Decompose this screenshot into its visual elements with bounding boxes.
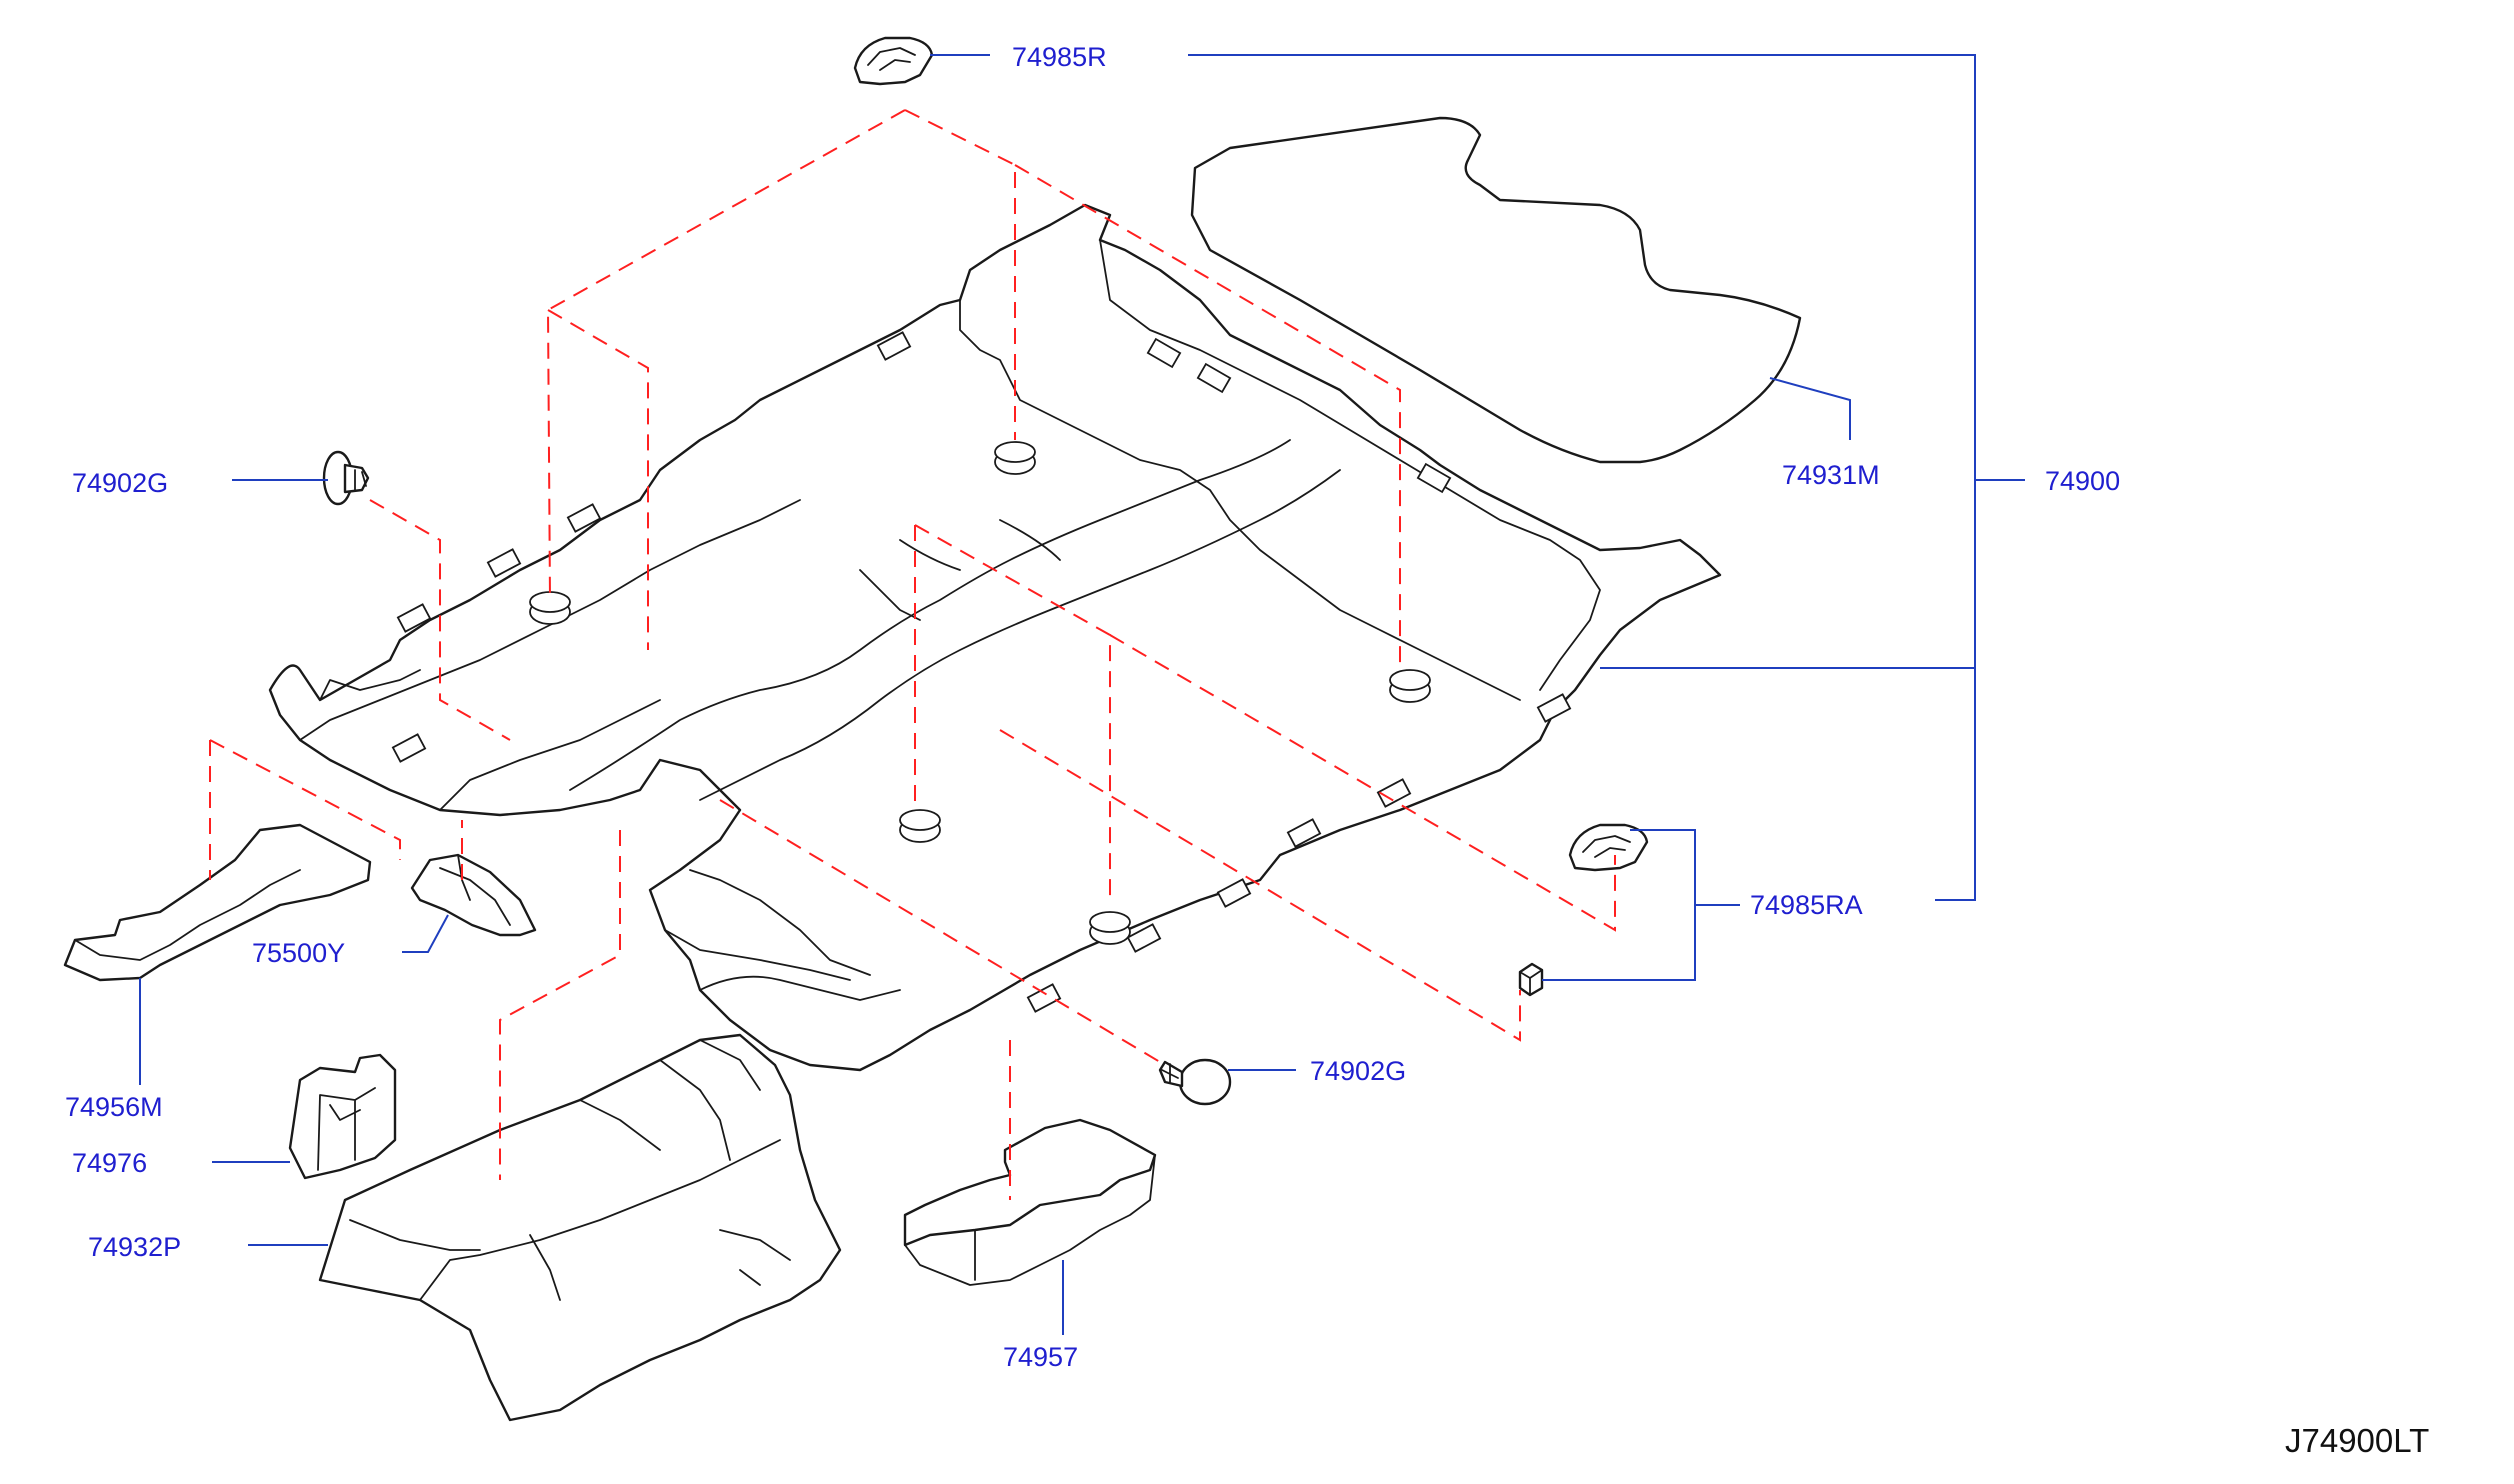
label-74931M: 74931M — [1782, 460, 1880, 490]
label-74902G-bottom: 74902G — [1310, 1056, 1406, 1086]
main-floor-carpet — [268, 203, 1722, 1072]
label-75500Y: 75500Y — [252, 938, 345, 968]
clip-74902G-left — [322, 450, 370, 506]
carpet-grommet — [994, 441, 1036, 475]
label-74900: 74900 — [2045, 466, 2120, 496]
figure-code: J74900LT — [2285, 1422, 2429, 1459]
insulator-74957 — [903, 1118, 1157, 1286]
label-74985R: 74985R — [1012, 42, 1107, 72]
assembly-guide-lines — [209, 109, 1616, 1200]
rear-floor-mat — [1190, 116, 1802, 464]
insulator-74956M — [63, 823, 372, 982]
label-74932P: 74932P — [88, 1232, 181, 1262]
clip-74902G-bottom — [1158, 1058, 1232, 1106]
carpet-grommet — [899, 809, 941, 843]
label-74985RA: 74985RA — [1750, 890, 1863, 920]
insulator-74932P — [318, 1033, 842, 1422]
bracket-75500Y — [410, 853, 537, 937]
label-74957: 74957 — [1003, 1342, 1078, 1372]
leader-lines — [139, 54, 2025, 1335]
label-74956M: 74956M — [65, 1092, 163, 1122]
clip-74985R — [853, 36, 934, 86]
pad-74976 — [288, 1053, 397, 1180]
clip-74985RA-small — [1518, 962, 1544, 997]
carpet-grommet — [529, 591, 571, 625]
label-74976: 74976 — [72, 1148, 147, 1178]
label-74902G-left: 74902G — [72, 468, 168, 498]
carpet-grommet — [1089, 911, 1131, 945]
carpet-grommet — [1389, 669, 1431, 703]
clip-74985RA — [1568, 823, 1649, 872]
